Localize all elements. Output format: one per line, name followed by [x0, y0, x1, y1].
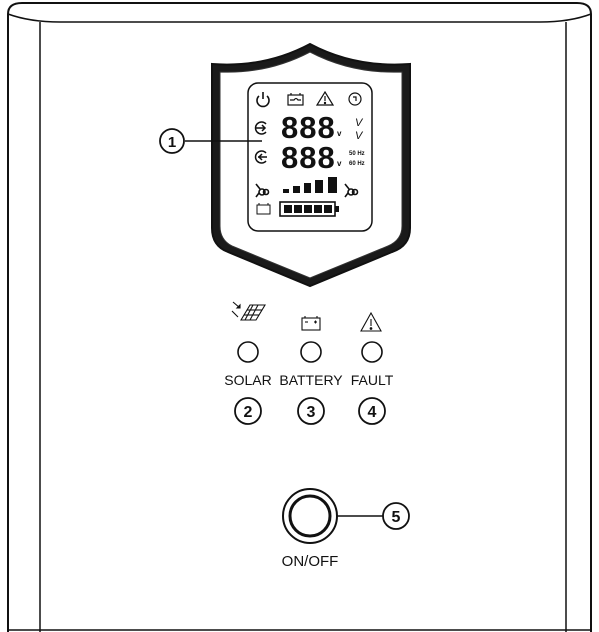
fan-icon-right: [344, 183, 359, 198]
led-battery: [300, 341, 322, 363]
callout-battery-number: 3: [307, 404, 316, 421]
solar-label: SOLAR: [224, 372, 271, 388]
lcd-screen: 888 v V V 888 v 50 Hz 60 Hz: [247, 82, 373, 232]
lcd-warning-icon: [315, 90, 335, 106]
inverter-icon: [287, 93, 304, 106]
lcd-unit-input: v: [337, 129, 342, 138]
callout-solar-number: 2: [244, 404, 253, 421]
output-icon: [254, 150, 267, 164]
led-fault: [361, 341, 383, 363]
callout-fault: 4: [358, 397, 386, 425]
power-button-label: ON/OFF: [282, 553, 339, 570]
input-icon: [254, 121, 267, 135]
callout-display-number: 1: [168, 134, 176, 151]
fault-label: FAULT: [351, 372, 394, 388]
freq-60-label: 60 Hz: [349, 161, 365, 167]
fan-icon-left: [255, 183, 270, 198]
lcd-unit-output: v: [337, 159, 342, 168]
lcd-digits-input: 888: [281, 110, 336, 145]
voltage-lower-label: V: [355, 130, 364, 142]
battery-label: BATTERY: [279, 372, 343, 388]
solar-panel-icon: [231, 301, 266, 321]
callout-solar: 2: [234, 397, 262, 425]
battery-level-gauge: [279, 201, 339, 217]
lcd-digits-output: 888: [281, 140, 336, 175]
voltage-upper-label: V: [355, 117, 364, 129]
settings-icon: [348, 92, 362, 106]
led-solar: [237, 341, 259, 363]
enclosure: [7, 1, 592, 632]
power-icon: [256, 92, 270, 108]
callout-power-number: 5: [392, 509, 401, 526]
freq-50-label: 50 Hz: [349, 151, 365, 157]
load-level-bars: [283, 177, 337, 193]
callout-battery: 3: [297, 397, 325, 425]
power-button[interactable]: [282, 488, 338, 544]
battery-icon: [256, 203, 271, 215]
battery-indicator-icon: [301, 316, 321, 331]
warning-icon: [360, 311, 382, 332]
callout-power: 5: [337, 502, 410, 530]
callout-display: 1: [159, 128, 262, 154]
callout-fault-number: 4: [368, 404, 377, 421]
